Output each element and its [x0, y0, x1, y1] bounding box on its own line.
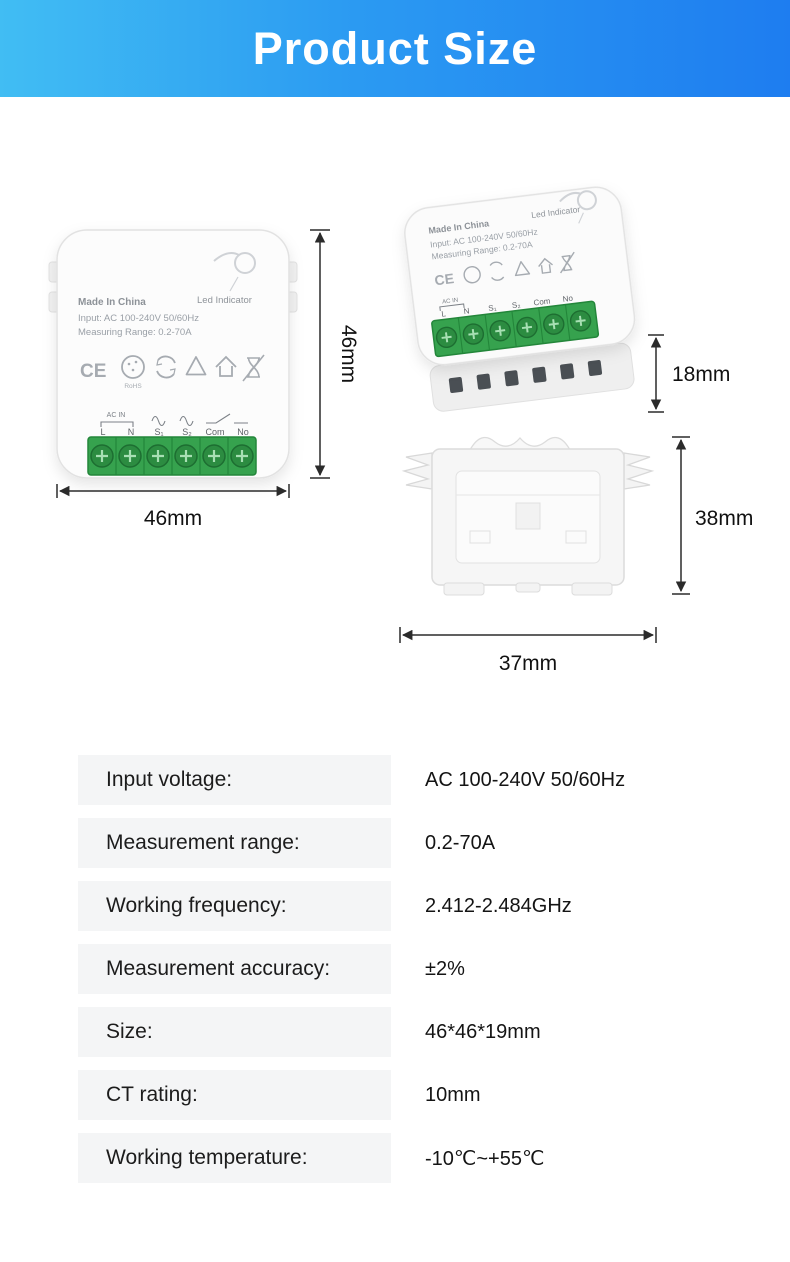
- spec-label: Input voltage:: [78, 755, 391, 805]
- led-indicator-icon: [213, 252, 256, 292]
- mounting-bracket: [401, 436, 655, 596]
- bracket-foot: [515, 582, 541, 593]
- house-icon: [215, 355, 237, 377]
- svg-text:No: No: [562, 294, 574, 304]
- bracket-center-slot: [515, 502, 541, 530]
- cert-icons: [463, 251, 575, 284]
- dimension-depth: 18mm: [648, 334, 730, 413]
- svg-text:RoHS: RoHS: [124, 383, 142, 390]
- dimension-bracket-height: 38mm: [672, 436, 753, 595]
- led-indicator-label: Led Indicator: [197, 295, 252, 306]
- terminal-block: [87, 436, 257, 476]
- product-illustration: Made In China Led Indicator Input: AC 10…: [48, 186, 753, 675]
- spec-row: Measurement range: 0.2-70A: [0, 818, 790, 868]
- front-view-device: Made In China Led Indicator Input: AC 10…: [48, 229, 298, 479]
- spec-value: AC 100-240V 50/60Hz: [425, 768, 626, 791]
- spec-row: Measurement accuracy: ±2%: [0, 944, 790, 994]
- svg-text:S₂: S₂: [511, 300, 520, 310]
- bracket-right-spring: [623, 452, 655, 490]
- svg-text:No: No: [237, 427, 249, 437]
- page-title: Product Size: [252, 22, 538, 74]
- ce-mark-icon: CE: [434, 270, 455, 288]
- led-indicator-icon: [559, 190, 597, 224]
- top-view-device: Made In China Led Indicator Input: AC 10…: [404, 186, 636, 412]
- svg-text:N: N: [128, 427, 135, 437]
- dimension-bracket-width: 37mm: [399, 627, 657, 675]
- svg-text:S₂: S₂: [182, 427, 192, 437]
- page-header: Product Size: [0, 0, 790, 97]
- terminal-labels: L N S₁ S₂ Com No: [100, 427, 248, 437]
- ac-in-bracket: [439, 303, 465, 311]
- spec-table: Input voltage: AC 100-240V 50/60Hz Measu…: [0, 755, 790, 1196]
- bracket-foot: [571, 582, 613, 596]
- device-body: [56, 229, 290, 479]
- bracket-foot: [443, 582, 485, 596]
- terminal-labels: L N S₁ S₂ Com No: [441, 294, 574, 319]
- bracket-top-clip: [468, 436, 572, 451]
- spec-row: Working temperature: -10℃~+55℃: [0, 1133, 790, 1183]
- svg-text:Com: Com: [533, 296, 551, 307]
- svg-text:S₁: S₁: [154, 427, 163, 437]
- spec-value: -10℃~+55℃: [425, 1147, 545, 1170]
- spec-value: 46*46*19mm: [425, 1020, 541, 1043]
- bracket-slot: [469, 530, 491, 544]
- terminal-screws: [90, 444, 254, 468]
- spec-label: Measurement accuracy:: [78, 944, 391, 994]
- spec-row: CT rating: 10mm: [0, 1070, 790, 1120]
- dimension-front-height: 46mm: [310, 229, 360, 479]
- dimension-label: 46mm: [144, 507, 202, 530]
- svg-text:L: L: [100, 427, 105, 437]
- terminal-block: [431, 300, 600, 358]
- spec-row: Size: 46*46*19mm: [0, 1007, 790, 1057]
- dimension-front-width: 46mm: [56, 484, 290, 530]
- made-in-text: Made In China: [78, 297, 146, 308]
- switch-symbols: [151, 413, 248, 427]
- hourglass-crossed-icon: [242, 354, 265, 382]
- ac-in-label: AC IN: [442, 298, 459, 306]
- ac-in-label: AC IN: [107, 412, 126, 419]
- spec-label: Working frequency:: [78, 881, 391, 931]
- dimension-label: 37mm: [499, 652, 557, 675]
- range-spec-text: Measuring Range: 0.2-70A: [78, 327, 192, 338]
- dimension-label: 38mm: [695, 507, 753, 530]
- spec-row: Input voltage: AC 100-240V 50/60Hz: [0, 755, 790, 805]
- spec-row: Working frequency: 2.412-2.484GHz: [0, 881, 790, 931]
- spec-label: Working temperature:: [78, 1133, 391, 1183]
- recycle-loop-icon: [156, 355, 176, 379]
- bracket-left-spring: [401, 452, 433, 490]
- bracket-slot: [565, 530, 587, 544]
- front-face-slots: [448, 359, 603, 394]
- svg-text:N: N: [463, 306, 470, 316]
- ac-in-bracket: [100, 421, 134, 427]
- ce-mark-icon: CE: [80, 361, 106, 382]
- spec-value: 0.2-70A: [425, 831, 496, 854]
- spec-value: ±2%: [425, 957, 465, 980]
- spec-label: Size:: [78, 1007, 391, 1057]
- dimension-label: 18mm: [672, 363, 730, 386]
- dimension-label: 46mm: [337, 325, 360, 383]
- spec-value: 10mm: [425, 1083, 481, 1106]
- recycling-triangle-icon: [185, 356, 207, 376]
- svg-text:Com: Com: [205, 427, 224, 437]
- spec-label: Measurement range:: [78, 818, 391, 868]
- svg-text:L: L: [441, 309, 447, 319]
- input-spec-text: Input: AC 100-240V 50/60Hz: [78, 313, 199, 324]
- terminal-screws: [435, 310, 592, 349]
- spec-label: CT rating:: [78, 1070, 391, 1120]
- spec-value: 2.412-2.484GHz: [425, 894, 572, 917]
- svg-text:S₁: S₁: [488, 303, 497, 313]
- rohs-icon: RoHS: [121, 355, 145, 390]
